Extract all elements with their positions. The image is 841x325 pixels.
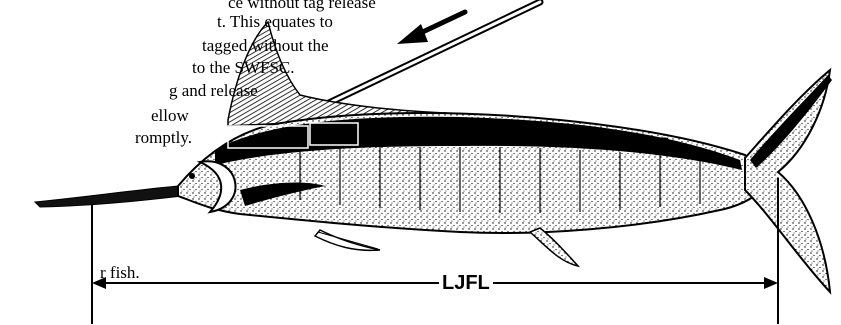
text-line: r fish. xyxy=(100,262,140,283)
text-line: romptly. xyxy=(135,127,192,148)
text-line: ellow xyxy=(151,105,189,126)
tail-fin xyxy=(745,70,830,292)
text-line: to the SWFSC. xyxy=(192,57,295,78)
marlin-bill xyxy=(35,186,182,207)
text-line: tagged without the xyxy=(202,35,329,56)
anal-fin xyxy=(530,228,578,266)
tag-pole xyxy=(310,2,540,112)
eye xyxy=(189,173,195,179)
ljfl-label: LJFL xyxy=(439,271,493,295)
text-line: g and release xyxy=(169,80,258,101)
text-line: t. This equates to xyxy=(217,11,333,32)
